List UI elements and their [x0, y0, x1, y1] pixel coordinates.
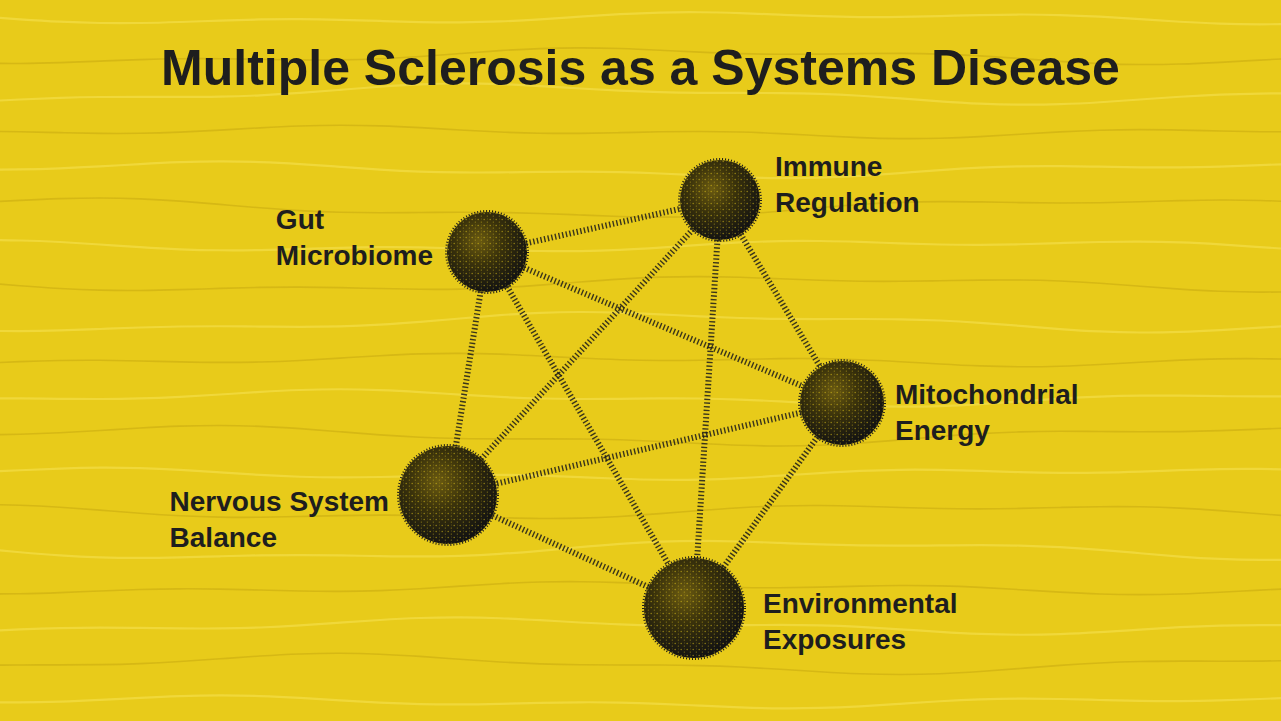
node-label: Immune Regulation — [775, 149, 975, 221]
sphere-body — [644, 558, 744, 658]
stippled-sphere — [644, 558, 744, 658]
background-wave — [0, 198, 1281, 217]
sphere-stipple — [680, 160, 760, 240]
node-label-box: Immune Regulation — [775, 149, 975, 221]
background-wave — [0, 653, 1281, 674]
sphere-body — [680, 160, 760, 240]
system-node: Immune Regulation — [680, 160, 760, 240]
node-label-box: Nervous System Balance — [170, 484, 435, 556]
background-wave — [0, 353, 1281, 366]
dotted-connector — [493, 515, 649, 587]
stippled-sphere — [399, 446, 497, 544]
background-wave — [0, 468, 1281, 480]
sphere-edge — [446, 211, 528, 293]
system-node: Environmental Exposures — [644, 558, 744, 658]
background-wave — [0, 617, 1281, 634]
dotted-connector — [456, 291, 481, 446]
stippled-sphere — [447, 212, 527, 292]
node-label: Gut Microbiome — [276, 202, 476, 274]
background-wave — [0, 389, 1281, 406]
dotted-connector — [496, 413, 801, 484]
sphere-stipple — [800, 361, 884, 445]
dotted-connector — [507, 287, 669, 565]
sphere-edge — [398, 445, 498, 545]
background-wave — [0, 277, 1281, 293]
system-node: Nervous System Balance — [399, 446, 497, 544]
node-label: Mitochondrial Energy — [895, 377, 1145, 449]
system-node: Gut Microbiome — [447, 212, 527, 292]
system-node: Mitochondrial Energy — [800, 361, 884, 445]
node-label: Nervous System Balance — [170, 484, 435, 556]
node-label: Environmental Exposures — [763, 586, 1013, 658]
diagram-title: Multiple Sclerosis as a Systems Disease — [0, 38, 1281, 98]
sphere-body — [800, 361, 884, 445]
stippled-sphere — [800, 361, 884, 445]
dotted-connector — [697, 240, 717, 558]
background-wave — [0, 125, 1281, 138]
dotted-connector — [524, 268, 804, 387]
sphere-stipple — [447, 212, 527, 292]
node-label-box: Mitochondrial Energy — [895, 377, 1145, 449]
sphere-stipple — [644, 558, 744, 658]
sphere-edge — [799, 360, 885, 446]
stippled-sphere — [680, 160, 760, 240]
node-label-box: Environmental Exposures — [763, 586, 1013, 658]
sphere-body — [399, 446, 497, 544]
background-wave — [0, 425, 1281, 446]
node-label-box: Gut Microbiome — [276, 202, 476, 274]
dotted-connector — [741, 234, 821, 367]
sphere-stipple — [399, 446, 497, 544]
sphere-edge — [643, 557, 745, 659]
background-wave — [0, 161, 1281, 178]
background-wave — [0, 240, 1281, 251]
sphere-body — [447, 212, 527, 292]
dotted-connector — [723, 437, 817, 567]
dotted-connector — [526, 209, 681, 244]
sphere-edge — [679, 159, 761, 241]
background-wave — [0, 695, 1281, 708]
background-wave — [0, 12, 1281, 24]
